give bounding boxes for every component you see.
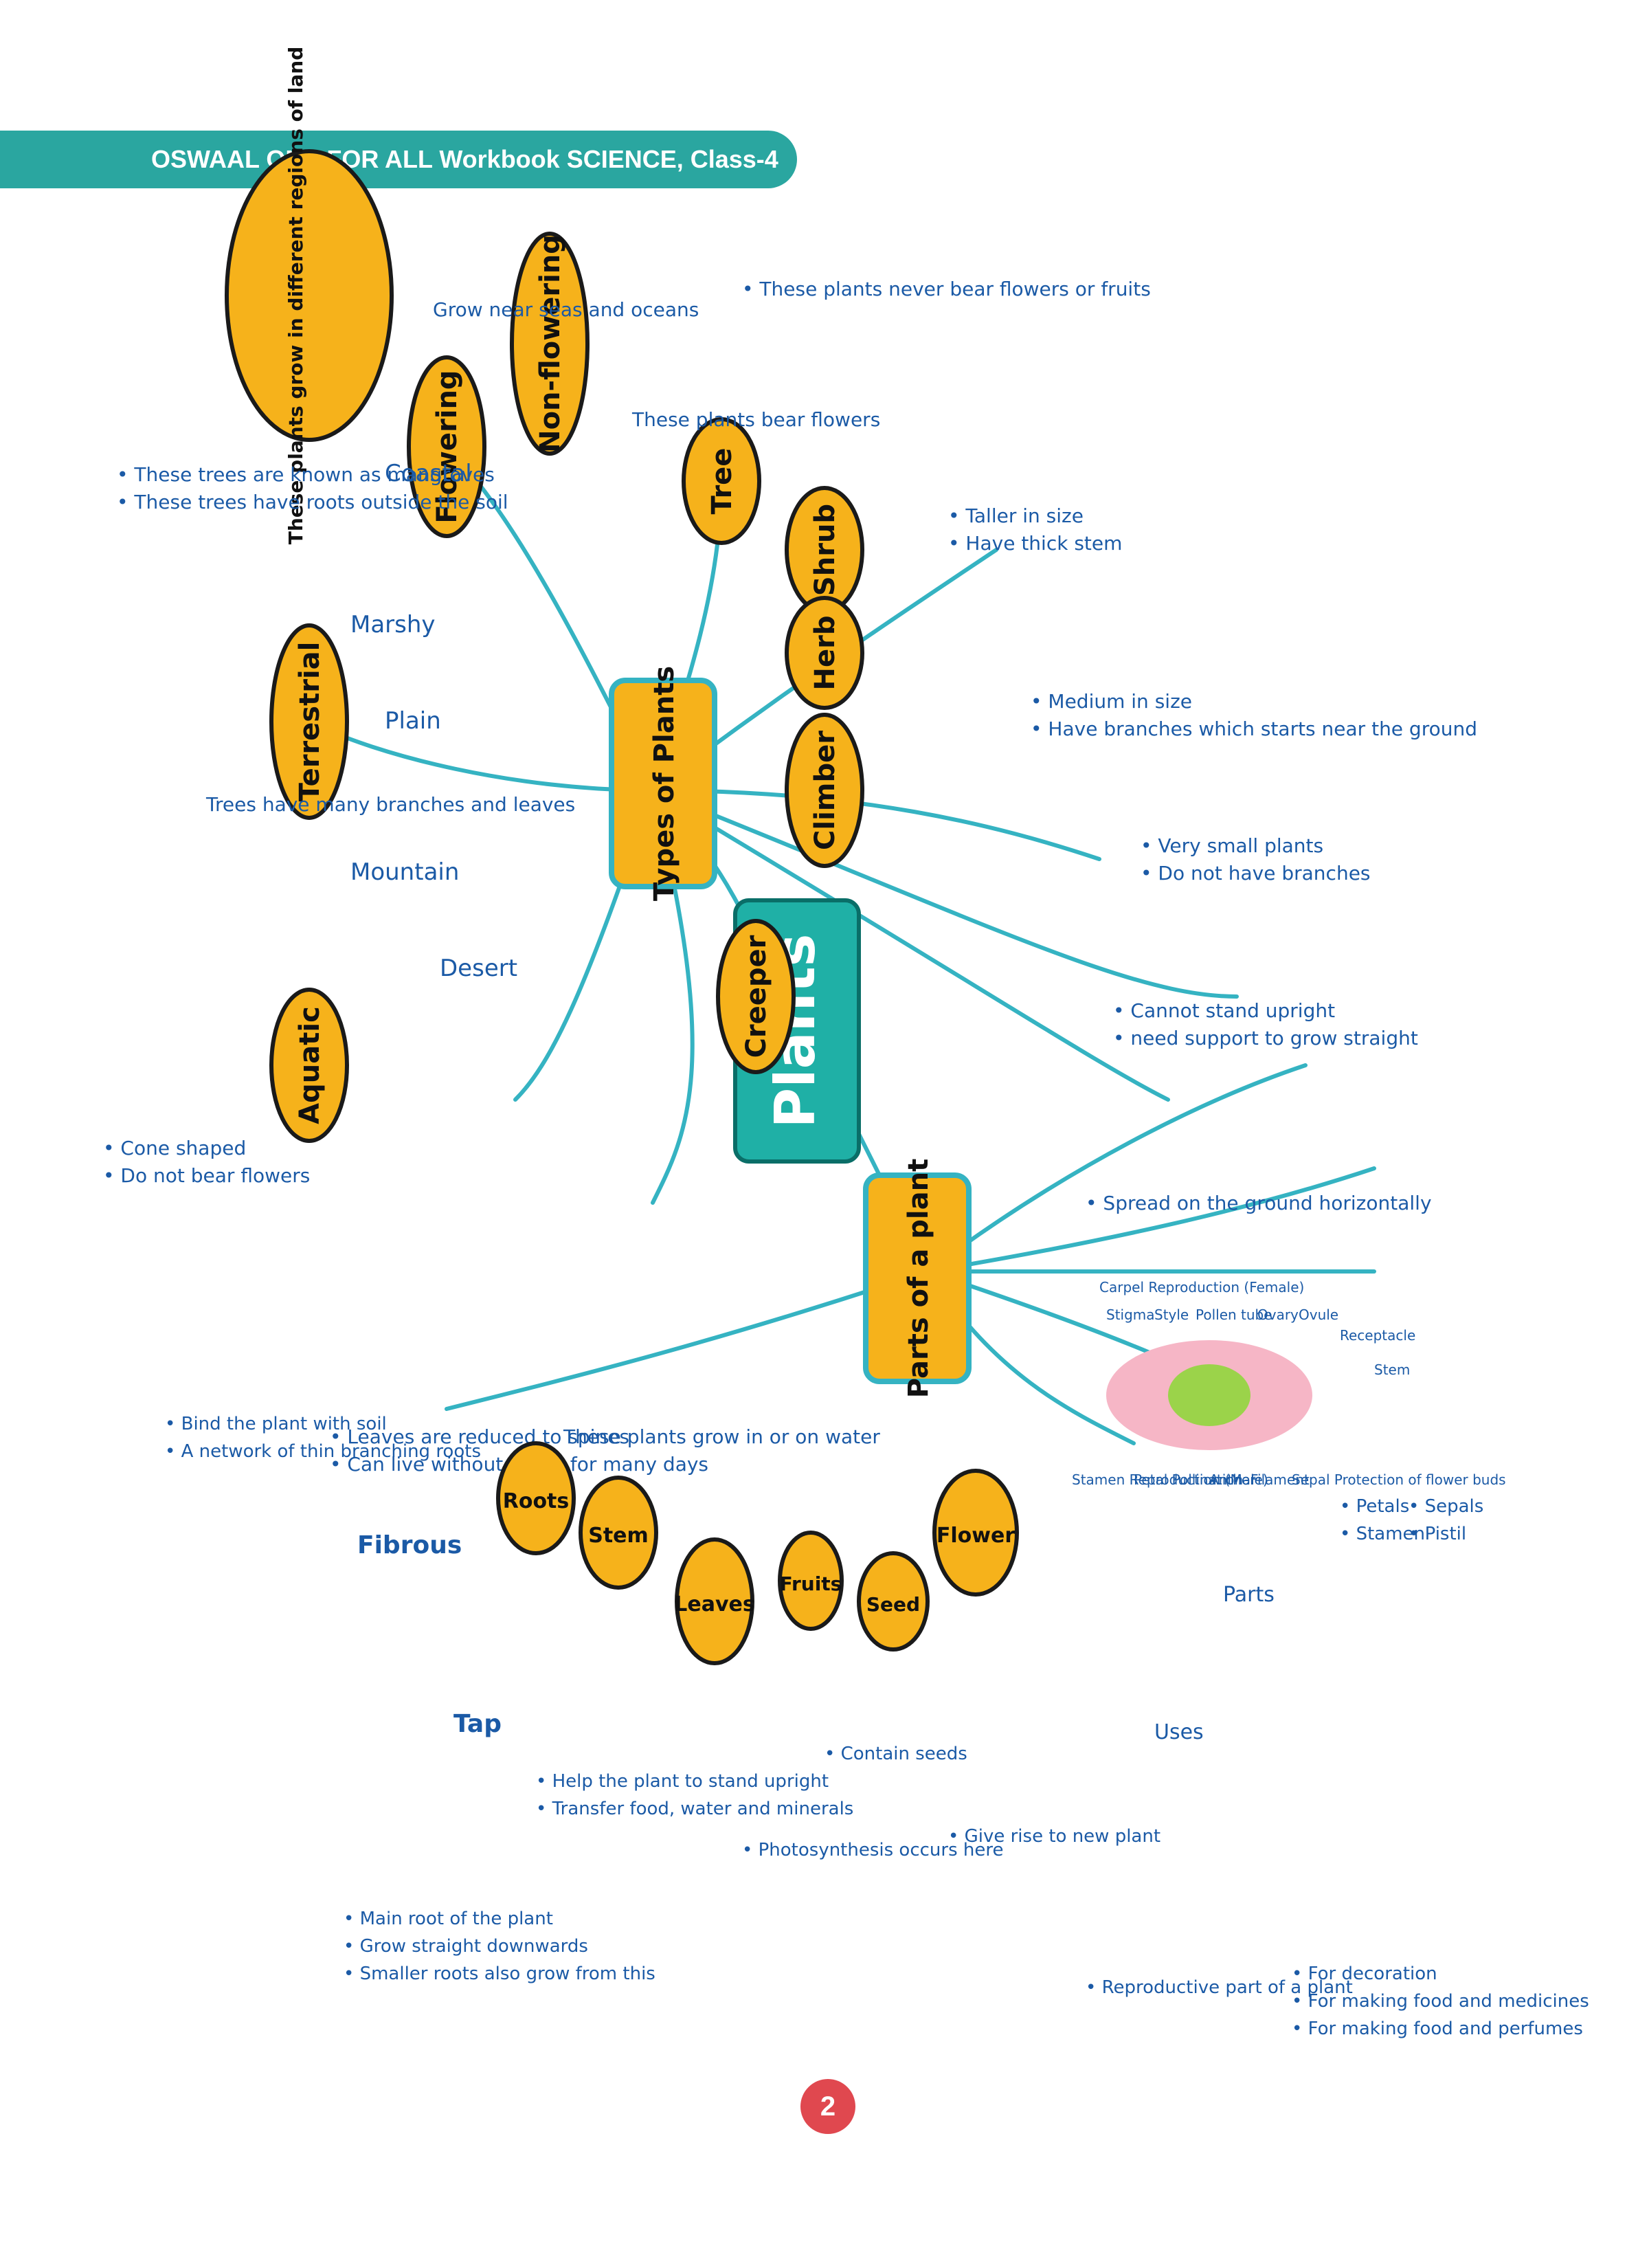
parts-item-1: • Petals [1340, 1496, 1409, 1517]
desert-desc-1: • Leaves are reduced to spines [330, 1425, 629, 1448]
fruits-desc: • Contain seeds [824, 1744, 967, 1764]
tree-desc-1: • Taller in size [948, 504, 1084, 527]
node-leaves: Leaves [674, 1592, 754, 1616]
label-petal: Petal Pollination [1134, 1471, 1243, 1488]
label-sepal: Sepal Protection of flower buds [1292, 1471, 1506, 1488]
svg-text:Non-flowering: Non-flowering [535, 234, 566, 453]
coastal-desc: Grow near seas and oceans [433, 298, 699, 321]
nonflowering-desc: • These plants never bear flowers or fru… [742, 278, 1151, 300]
shrub-desc-2: • Have branches which starts near the gr… [1031, 718, 1477, 740]
label-filament: Filament [1250, 1471, 1310, 1488]
fibrous-desc-2: • A network of thin branching roots [165, 1441, 481, 1462]
label-ovule: Ovule [1299, 1307, 1338, 1323]
uses-label: Uses [1154, 1720, 1204, 1744]
svg-text:Climber: Climber [809, 731, 841, 850]
label-marshy: Marshy [350, 611, 436, 638]
svg-text:Terrestrial: Terrestrial [294, 642, 326, 802]
plain-desc: Trees have many branches and leaves [205, 793, 575, 816]
page-number: 2 [800, 2079, 855, 2134]
label-stigma: Stigma [1106, 1307, 1155, 1323]
parts-item-3: • Stamen [1340, 1524, 1425, 1544]
node-fruits: Fruits [780, 1572, 842, 1595]
creeper-desc: • Spread on the ground horizontally [1086, 1192, 1432, 1214]
node-flower: Flower [936, 1524, 1015, 1548]
herb-desc-1: • Very small plants [1141, 834, 1323, 857]
type-nodes: Terrestrial Aquatic Flowering Non-flower… [269, 232, 864, 1143]
parts-item-4: • Pistil [1409, 1524, 1466, 1544]
parts-hub-label: Parts of a plant [903, 1159, 934, 1398]
types-hub: Types of Plants [609, 666, 717, 901]
svg-text:Flowering: Flowering [431, 370, 463, 523]
uses-item-3: • For making food and perfumes [1292, 2019, 1583, 2039]
mountain-desc-2: • Do not bear flowers [103, 1164, 310, 1187]
leaves-desc: • Photosynthesis occurs here [742, 1840, 1004, 1860]
label-plain: Plain [385, 707, 441, 735]
label-anther: Anther [1209, 1471, 1256, 1488]
herb-desc-2: • Do not have branches [1141, 862, 1371, 885]
node-regions: These plants grow in different regions o… [225, 47, 394, 545]
label-style: Style [1154, 1307, 1189, 1323]
parts-item-2: • Sepals [1409, 1496, 1483, 1517]
tree-desc-2: • Have thick stem [948, 532, 1122, 555]
svg-text:Creeper: Creeper [741, 935, 772, 1058]
label-desert: Desert [440, 955, 517, 982]
uses-item-1: • For decoration [1292, 1964, 1437, 1984]
tap-label: Tap [453, 1710, 502, 1738]
label-stem: Stem [1374, 1361, 1410, 1378]
marshy-desc-1: • These trees are known as mangroves [117, 463, 495, 486]
svg-text:Tree: Tree [706, 448, 738, 515]
node-stem: Stem [588, 1524, 649, 1548]
svg-text:Aquatic: Aquatic [294, 1006, 326, 1124]
node-climber: Climber [785, 713, 864, 868]
label-mountain: Mountain [350, 858, 459, 886]
label-ovary: Ovary [1257, 1307, 1299, 1323]
parts-nodes: Roots Stem Leaves Fruits Seed Flower [496, 1441, 1019, 1665]
types-hub-label: Types of Plants [649, 666, 680, 901]
label-receptacle: Receptacle [1340, 1327, 1415, 1344]
node-roots: Roots [503, 1489, 570, 1513]
header-banner: OSWAAL ONE FOR ALL Workbook SCIENCE, Cla… [0, 131, 797, 188]
marshy-desc-2: • These trees have roots outside the soi… [117, 491, 508, 513]
parts-hub: Parts of a plant [863, 1159, 972, 1398]
climber-desc-1: • Cannot stand upright [1113, 999, 1335, 1022]
node-tree: Tree [682, 417, 761, 545]
svg-text:Herb: Herb [809, 616, 841, 691]
svg-text:These plants grow in different: These plants grow in different regions o… [284, 47, 307, 545]
tap-desc-1: • Main root of the plant [344, 1909, 553, 1929]
node-flowering: Flowering [407, 355, 486, 538]
parts-descriptions: Fibrous Tap • Bind the plant with soil •… [165, 1414, 1589, 2039]
flowering-desc: These plants bear flowers [631, 408, 880, 431]
label-coastal: Coastal [385, 460, 472, 487]
tap-desc-3: • Smaller roots also grow from this [344, 1964, 655, 1984]
node-nonflowering: Non-flowering [510, 232, 590, 456]
climber-desc-2: • need support to grow straight [1113, 1027, 1418, 1049]
uses-item-2: • For making food and medicines [1292, 1991, 1589, 2012]
seed-desc: • Give rise to new plant [948, 1826, 1160, 1847]
node-seed: Seed [866, 1593, 920, 1616]
label-stamen: Stamen Reproduction (Male) [1072, 1471, 1268, 1488]
node-terrestrial: Terrestrial [269, 623, 349, 820]
type-descriptions: These plants grow in or on water These p… [563, 278, 1477, 1448]
stem-desc-1: • Help the plant to stand upright [536, 1771, 829, 1792]
node-shrub: Shrub [785, 486, 864, 614]
node-herb: Herb [785, 596, 864, 710]
flower-diagram: Carpel Reproduction (Female) Stigma Styl… [1072, 1279, 1506, 1488]
fibrous-desc-1: • Bind the plant with soil [165, 1414, 387, 1434]
label-carpel: Carpel Reproduction (Female) [1099, 1279, 1304, 1296]
svg-text:Shrub: Shrub [809, 504, 841, 596]
stem-desc-2: • Transfer food, water and minerals [536, 1799, 853, 1819]
aquatic-desc: These plants grow in or on water [563, 1425, 880, 1448]
node-creeper: Creeper [716, 919, 796, 1074]
rotated-content: Plants Types of Plants Parts of a plant … [225, 47, 1376, 1445]
fibrous-label: Fibrous [357, 1531, 462, 1559]
shrub-desc-1: • Medium in size [1031, 690, 1192, 713]
label-pollen-tube: Pollen tube [1196, 1307, 1272, 1323]
mountain-desc-1: • Cone shaped [103, 1137, 246, 1159]
flower-desc: • Reproductive part of a plant [1086, 1977, 1353, 1998]
parts-label: Parts [1223, 1583, 1275, 1607]
tap-desc-2: • Grow straight downwards [344, 1936, 588, 1957]
node-aquatic: Aquatic [269, 988, 349, 1143]
